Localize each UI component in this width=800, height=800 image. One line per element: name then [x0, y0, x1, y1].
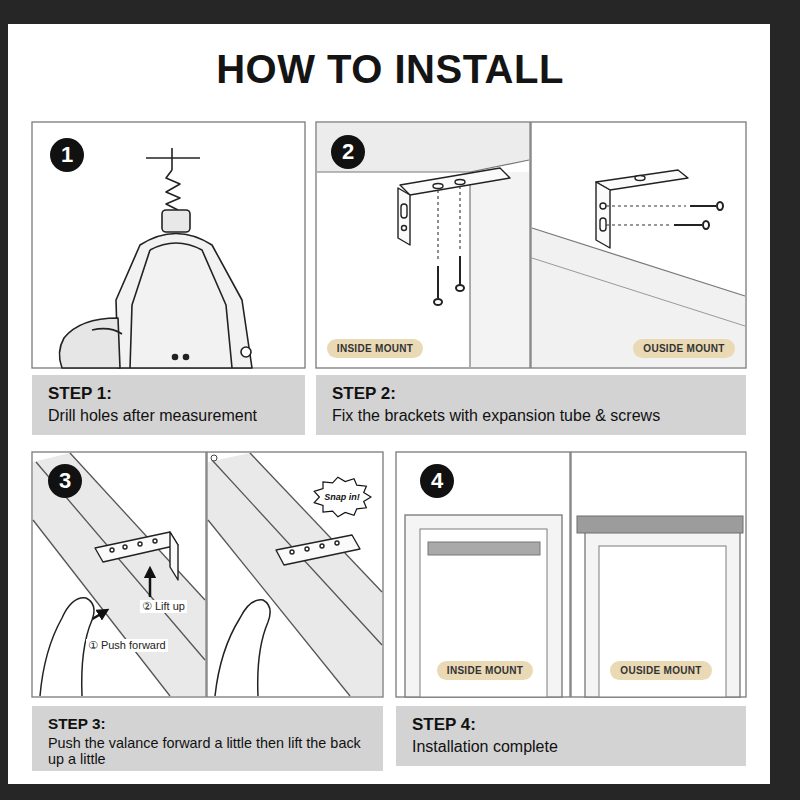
mount-tag: OUSIDE MOUNT — [610, 661, 711, 680]
node-body: Push the valance forward a little then l… — [48, 736, 367, 767]
burst-shape — [314, 477, 371, 517]
mount-tag: INSIDE MOUNT — [437, 661, 533, 680]
node-body: Fix the brackets with expansion tube & s… — [332, 407, 730, 424]
node-heading: STEP 4: — [412, 714, 730, 735]
step-number: 1 — [50, 138, 84, 172]
node-body: Installation complete — [412, 738, 730, 755]
node-heading: OUSIDE MOUNT — [643, 342, 724, 355]
step-caption: STEP 2: Fix the brackets with expansion t… — [316, 375, 746, 435]
step-caption: STEP 3: Push the valance forward a little… — [32, 706, 383, 771]
step-caption: STEP 1: Drill holes after measurement — [32, 375, 305, 435]
node-heading: 1 — [50, 138, 84, 172]
white-sheet — [8, 24, 770, 784]
node-heading: STEP 1: — [48, 383, 289, 404]
inside-mount-bracket-figure — [317, 123, 529, 367]
node-body: Drill holes after measurement — [48, 407, 289, 424]
step-number: 4 — [420, 464, 454, 498]
valance-snap-figure — [208, 453, 382, 696]
snap-burst: Snap in! — [312, 476, 372, 518]
page-title: HOW TO INSTALL — [0, 47, 780, 92]
node-heading: 3 — [48, 464, 82, 498]
node-heading: STEP 2: — [332, 383, 730, 404]
panel-outlines — [32, 122, 746, 697]
valance-push-figure — [33, 453, 205, 696]
drill-figure — [59, 148, 252, 368]
node-heading: 4 — [420, 464, 454, 498]
mount-tag: OUSIDE MOUNT — [633, 339, 734, 358]
node-heading: 2 — [331, 135, 365, 169]
window-inside-figure — [405, 515, 562, 697]
node-heading: Snap in! — [324, 492, 360, 502]
window-outside-figure — [577, 516, 743, 697]
node-heading: OUSIDE MOUNT — [620, 664, 701, 677]
node-heading: INSIDE MOUNT — [337, 342, 413, 355]
mount-tag: INSIDE MOUNT — [327, 339, 423, 358]
step-number: 3 — [48, 464, 82, 498]
node-heading: STEP 3: — [48, 714, 367, 733]
node-heading: INSIDE MOUNT — [447, 664, 523, 677]
outside-mount-bracket-figure — [532, 170, 745, 367]
callout-label: ① Push forward — [86, 639, 168, 652]
step-caption: STEP 4: Installation complete — [396, 706, 746, 766]
callout-label: ② Lift up — [140, 600, 187, 613]
step-number: 2 — [331, 135, 365, 169]
